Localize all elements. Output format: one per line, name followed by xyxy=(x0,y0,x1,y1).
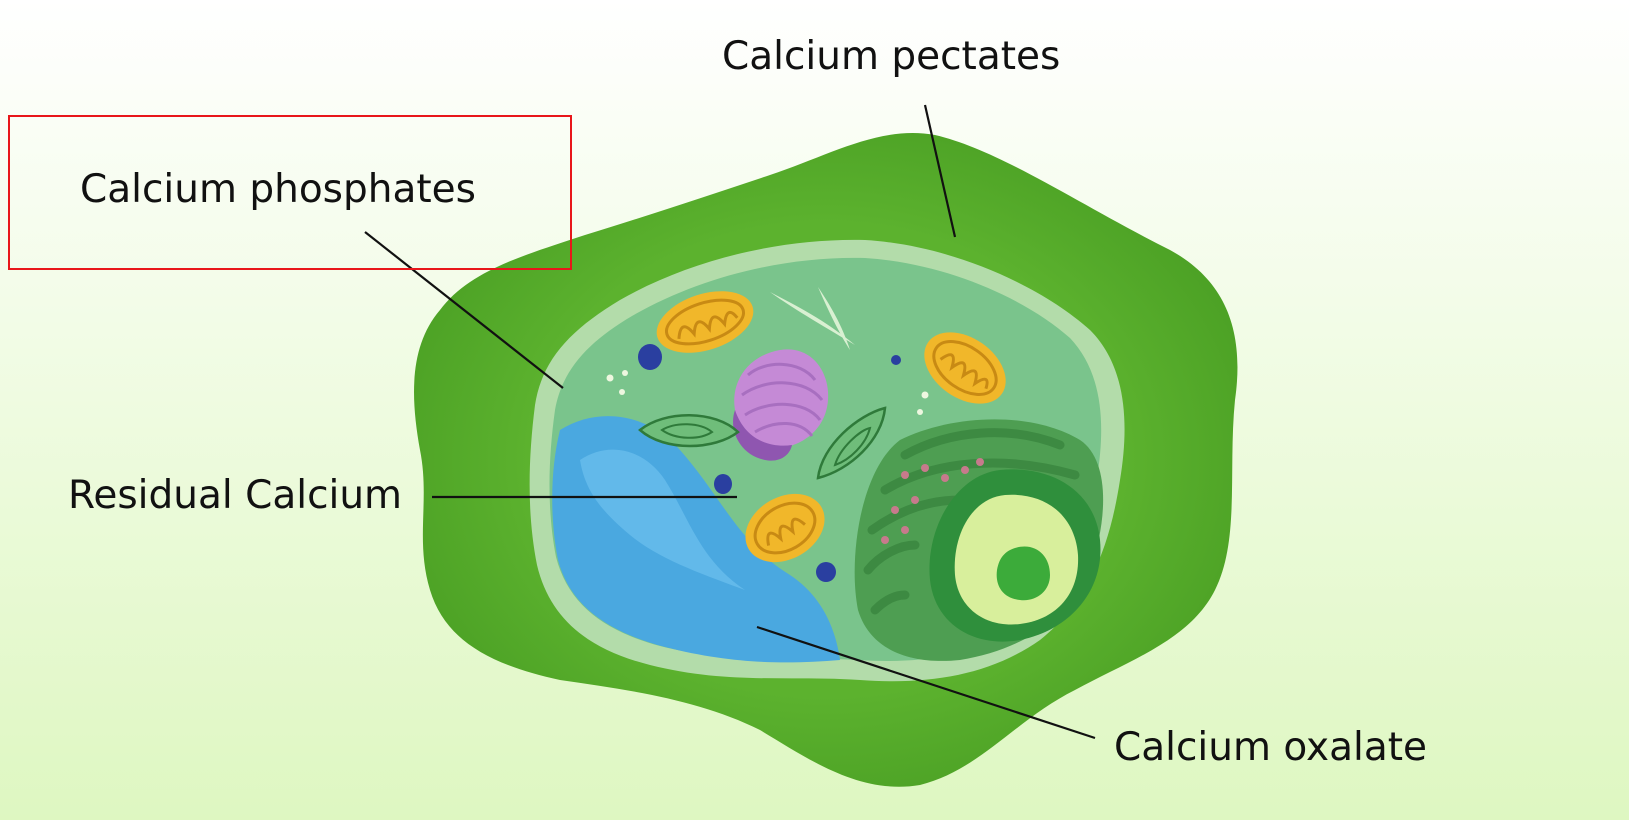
label-calcium-pectates: Calcium pectates xyxy=(722,37,1060,76)
label-calcium-phosphates: Calcium phosphates xyxy=(80,170,476,209)
label-calcium-oxalate: Calcium oxalate xyxy=(1114,728,1427,767)
label-residual-calcium: Residual Calcium xyxy=(68,476,402,515)
